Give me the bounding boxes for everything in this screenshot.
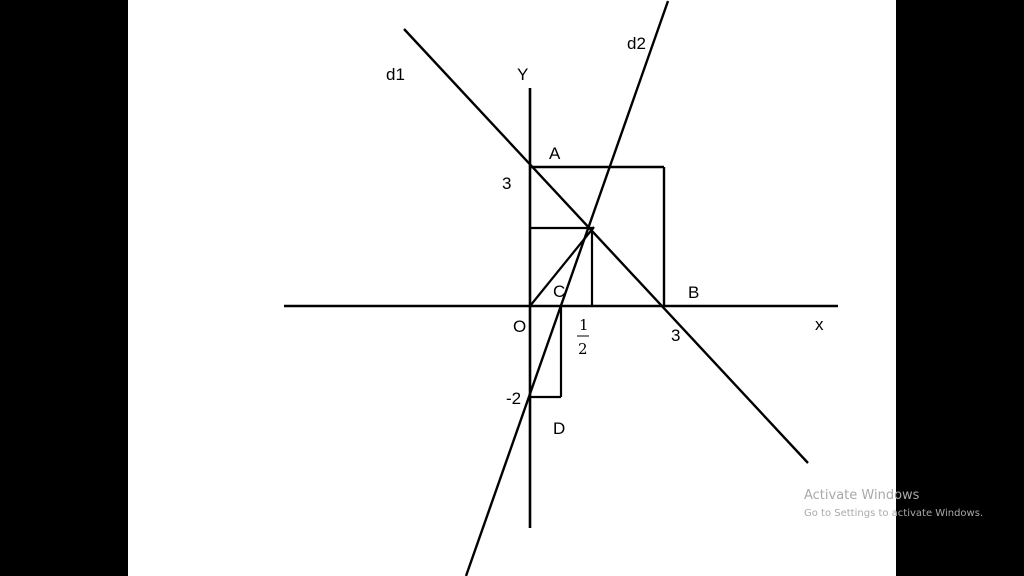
label-x-axis: x (815, 315, 824, 334)
activate-windows-title: Activate Windows (804, 488, 920, 503)
label-point-o: O (513, 317, 526, 336)
label-point-a: A (549, 144, 561, 163)
label-d2: d2 (627, 34, 646, 53)
label-point-c: C (553, 282, 565, 301)
line-d1 (403, 28, 809, 464)
line-d2 (464, 0, 670, 576)
segment-origin-intersection (529, 226, 595, 307)
fraction-half-numerator: 1 (579, 316, 589, 334)
label-d1: d1 (386, 65, 405, 84)
tick-label-y-3: 3 (502, 174, 511, 193)
fraction-half-denominator: 2 (578, 340, 588, 358)
tick-label-y-minus-2: -2 (506, 389, 521, 408)
activate-windows-subtitle: Go to Settings to activate Windows. (804, 508, 984, 519)
slide-canvas (128, 0, 896, 576)
label-point-d: D (553, 419, 565, 438)
tick-label-x-3: 3 (671, 326, 680, 345)
label-point-b: B (688, 283, 699, 302)
label-y-axis: Y (517, 65, 528, 84)
